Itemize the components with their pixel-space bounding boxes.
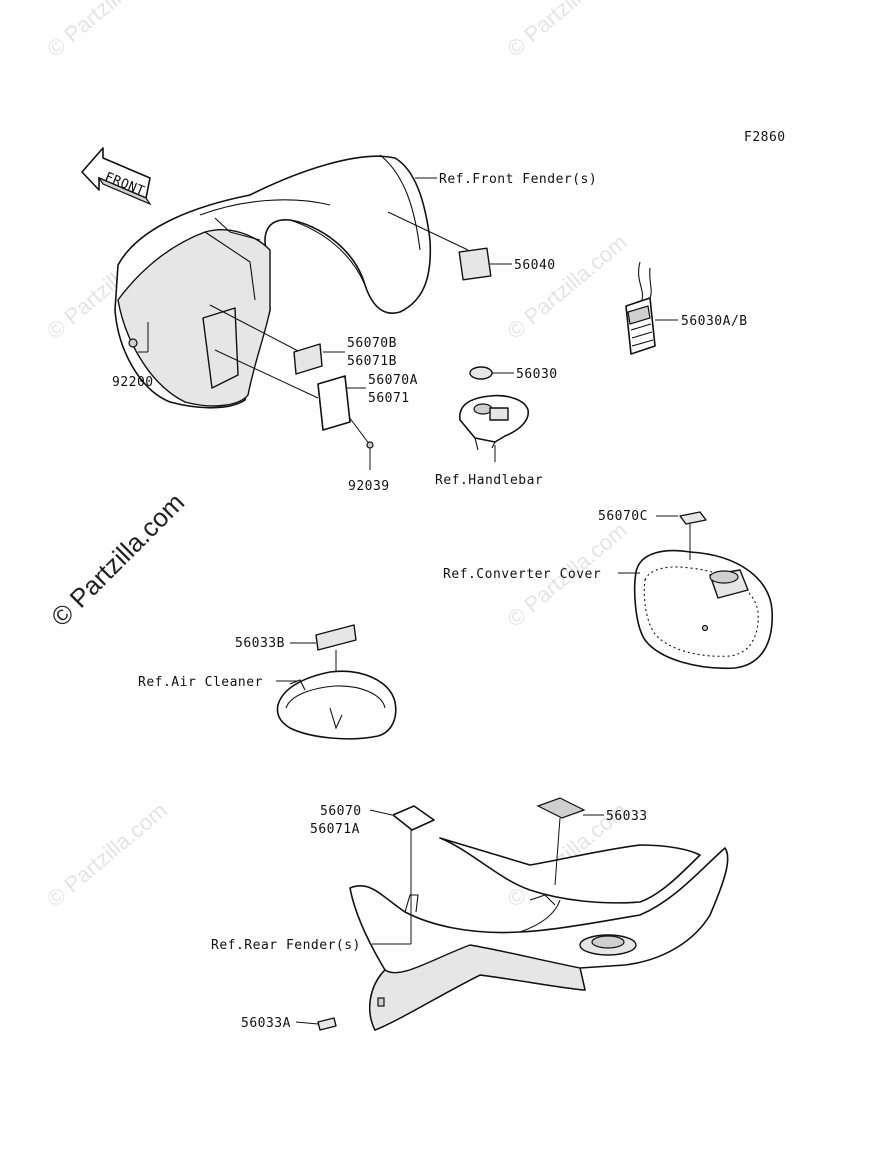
leader-lines-handlebar [492, 372, 514, 462]
air-cleaner-drawing [276, 624, 397, 740]
label-56071b: 56071B [347, 354, 397, 369]
watermark: © Partzilla.com [42, 797, 172, 911]
label-56033: 56033 [606, 809, 648, 824]
label-56040: 56040 [514, 258, 556, 273]
label-air-cleaner: Ref.Air Cleaner [138, 675, 263, 690]
front-fender-drawing [114, 154, 432, 409]
label-56070: 56070 [320, 804, 362, 819]
converter-cover-drawing [633, 511, 773, 670]
figure-id: F2860 [744, 130, 786, 145]
label-rear-fender: Ref.Rear Fender(s) [211, 938, 361, 953]
leader-lines-aircleaner [276, 642, 337, 682]
leader-lines-front [138, 177, 678, 470]
label-front-fender: Ref.Front Fender(s) [439, 172, 597, 187]
label-92039: 92039 [348, 479, 390, 494]
front-arrow-icon: FRONT [81, 147, 152, 206]
decal-56070-icon [392, 805, 435, 831]
decal-56033a-icon [317, 1017, 337, 1031]
label-56070a: 56070A [368, 373, 418, 388]
label-56033a: 56033A [241, 1016, 291, 1031]
decal-56033-icon [536, 797, 586, 819]
decal-56070a-icon [317, 375, 351, 431]
label-56071a: 56071A [310, 822, 360, 837]
watermark: © Partzilla.com [42, 0, 172, 62]
leader-lines-rear [295, 809, 604, 1025]
label-56070c: 56070C [598, 509, 648, 524]
watermark: © Partzilla.com [502, 0, 632, 62]
label-converter-cover: Ref.Converter Cover [443, 567, 601, 582]
label-56033b: 56033B [235, 636, 285, 651]
decal-56070b-icon [293, 343, 323, 375]
watermark-main: © Partzilla.com [45, 487, 190, 632]
watermarks: © Partzilla.com © Partzilla.com © Partzi… [42, 0, 632, 912]
label-56030ab: 56030A/B [681, 314, 748, 329]
leader-lines-converter [618, 515, 691, 574]
decal-56040-icon [458, 247, 492, 281]
label-handlebar: Ref.Handlebar [435, 473, 543, 488]
label-92200: 92200 [112, 375, 154, 390]
hang-tag-icon [625, 261, 656, 355]
label-56030: 56030 [516, 367, 558, 382]
screw-92039-icon [366, 441, 374, 449]
label-56070b: 56070B [347, 336, 397, 351]
label-56071: 56071 [368, 391, 410, 406]
rear-fender-drawing [349, 837, 729, 1031]
watermark: © Partzilla.com [502, 229, 632, 343]
